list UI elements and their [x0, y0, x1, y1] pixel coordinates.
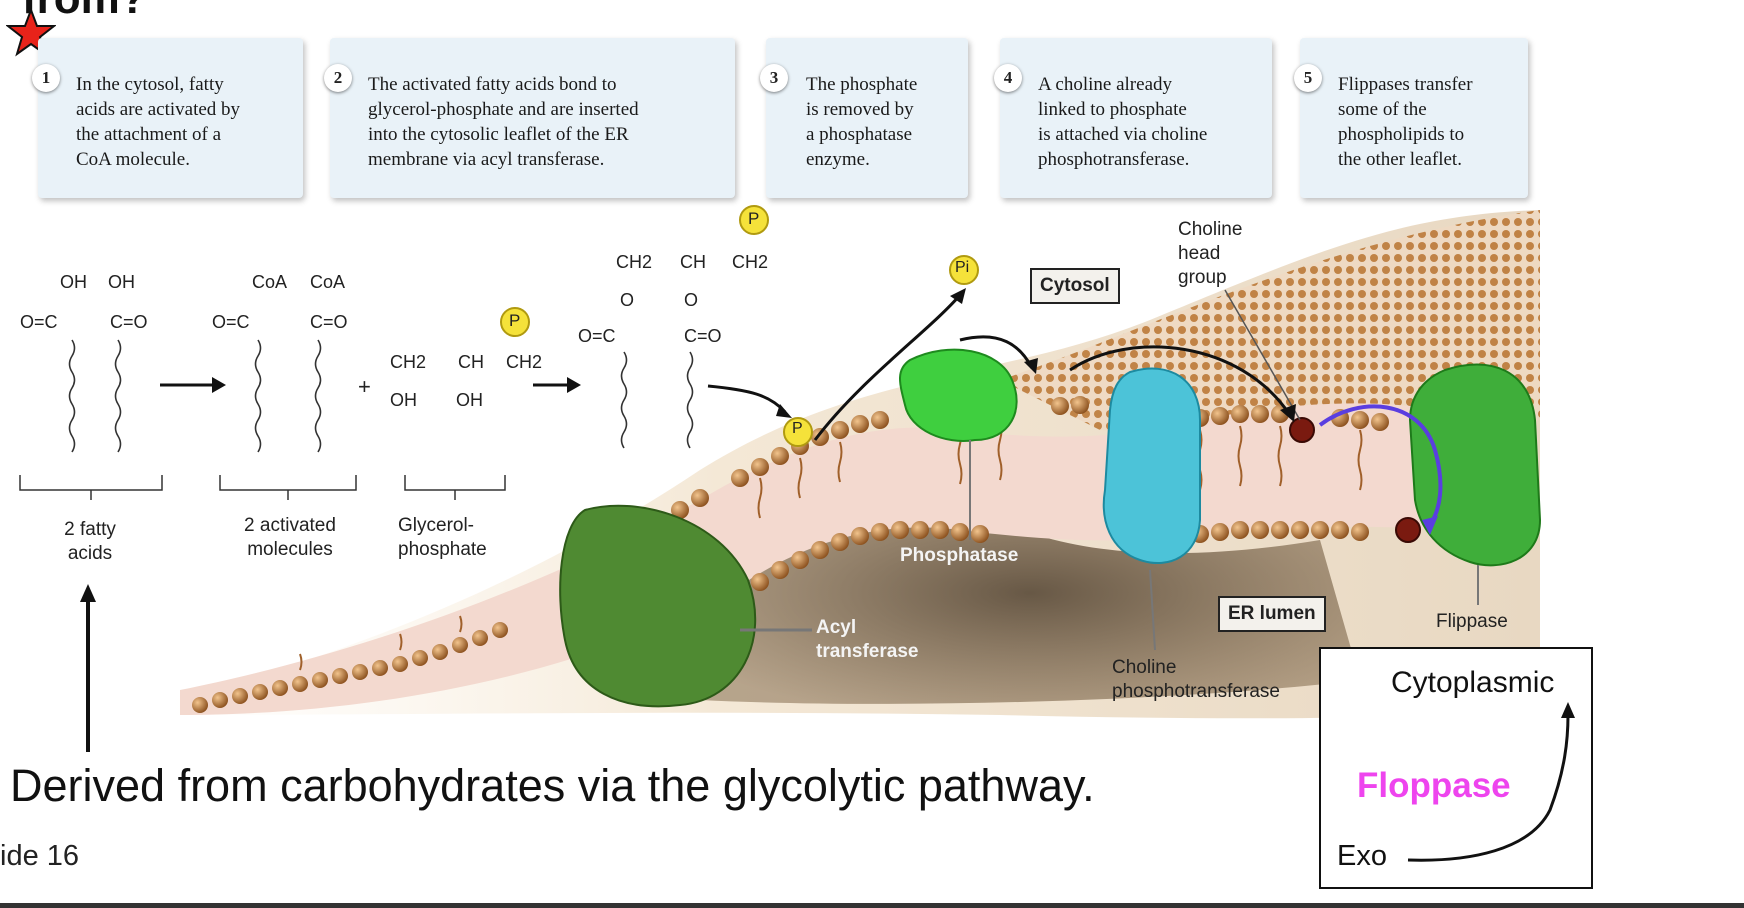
plus-sign: + — [358, 374, 371, 399]
ch-label: CH — [680, 252, 706, 272]
ch2-label: CH2 — [506, 352, 543, 372]
inset-floppase-label: Floppase — [1357, 766, 1511, 805]
step-box-5: 5 Flippases transfer some of the phospho… — [1294, 38, 1528, 198]
step-text: The activated fatty acids bond to glycer… — [368, 74, 639, 170]
slide-number: ide 16 — [0, 840, 80, 872]
fatty-acids-label: 2 fatty acids — [64, 519, 116, 564]
lower-leaflet-heads — [192, 521, 1369, 713]
phosphatase-protein — [899, 348, 1018, 442]
choline-phosphotransferase-label: Choline phosphotransferase — [1112, 657, 1280, 702]
step-number: 1 — [32, 64, 60, 92]
oh-label: OH — [390, 390, 417, 410]
glycerol-phosphate-icon — [500, 307, 530, 337]
oxygen-label: O — [620, 290, 635, 310]
step-text: The phosphate is removed by a phosphatas… — [806, 74, 918, 170]
acyl-label: O=C — [578, 326, 616, 346]
oxygen-label: O — [684, 290, 699, 310]
choline-head-group — [1289, 417, 1315, 443]
star-icon — [6, 8, 56, 57]
step-text: Flippases transfer some of the phospholi… — [1338, 74, 1473, 170]
phosphate-icon — [783, 417, 813, 447]
ch2-label: CH2 — [616, 252, 653, 272]
cytosol-label: Cytosol — [1030, 268, 1120, 304]
acyl-transferase-label: Acyl transferase — [816, 617, 919, 662]
phosphatase-label: Phosphatase — [900, 545, 1019, 566]
floppase-arrow — [1407, 714, 1570, 862]
inset-box — [1319, 647, 1593, 889]
oh-label: OH — [108, 272, 135, 292]
inset-cytoplasmic-label: Cytoplasmic — [1391, 666, 1555, 699]
flippase-label: Flippase — [1436, 611, 1508, 632]
inset-exo-label: Exo — [1337, 840, 1387, 872]
p-label: P — [792, 420, 803, 437]
step-box-4: 4 A choline already linked to phosphate … — [994, 38, 1272, 198]
flippase-arrow — [1318, 404, 1443, 527]
choline-head-group-label: Choline head group — [1178, 219, 1243, 288]
oh-label: OH — [60, 272, 87, 292]
step-box-1: 1 In the cytosol, fatty acids are activa… — [32, 38, 303, 198]
acyl-label: C=O — [310, 312, 348, 332]
er-lumen-label: ER lumen — [1218, 596, 1326, 632]
pi-label: Pi — [955, 259, 970, 276]
acyl-label: O=C — [20, 312, 58, 332]
brackets — [19, 475, 506, 500]
reaction-arrows — [160, 377, 581, 393]
step-box-2: 2 The activated fatty acids bond to glyc… — [324, 38, 735, 198]
caption-text: Derived from carbohydrates via the glyco… — [10, 760, 1095, 811]
p-label: P — [748, 209, 760, 228]
step-text: In the cytosol, fatty acids are activate… — [76, 74, 241, 170]
acyl-transferase-protein — [559, 504, 757, 708]
acyl-label: O=C — [212, 312, 250, 332]
flippase-protein — [1408, 363, 1542, 567]
step-number: 2 — [324, 64, 352, 92]
inorganic-phosphate-icon — [949, 255, 979, 285]
acyl-label: C=O — [110, 312, 148, 332]
acyl-label: C=O — [684, 326, 722, 346]
step-box-3: 3 The phosphate is removed by a phosphat… — [760, 38, 968, 198]
diacylglycerol-phosphate-icon — [739, 205, 769, 235]
coa-label: CoA — [252, 272, 288, 292]
step-number: 4 — [994, 64, 1022, 92]
step-text: A choline already linked to phosphate is… — [1038, 74, 1208, 170]
ch-label: CH — [458, 352, 484, 372]
title-fragment: from? — [22, 0, 147, 24]
oh-label: OH — [456, 390, 483, 410]
glycerol-phosphate-label: Glycerol- phosphate — [398, 515, 487, 560]
fatty-acid-chains — [68, 339, 694, 453]
p-label: P — [509, 311, 521, 330]
step-number: 3 — [760, 64, 788, 92]
coa-label: CoA — [310, 272, 346, 292]
choline-phosphotransferase-protein — [1102, 367, 1201, 565]
activated-molecules-label: 2 activated molecules — [244, 515, 336, 560]
ch2-label: CH2 — [390, 352, 427, 372]
step-number: 5 — [1294, 64, 1322, 92]
ch2-label: CH2 — [732, 252, 769, 272]
